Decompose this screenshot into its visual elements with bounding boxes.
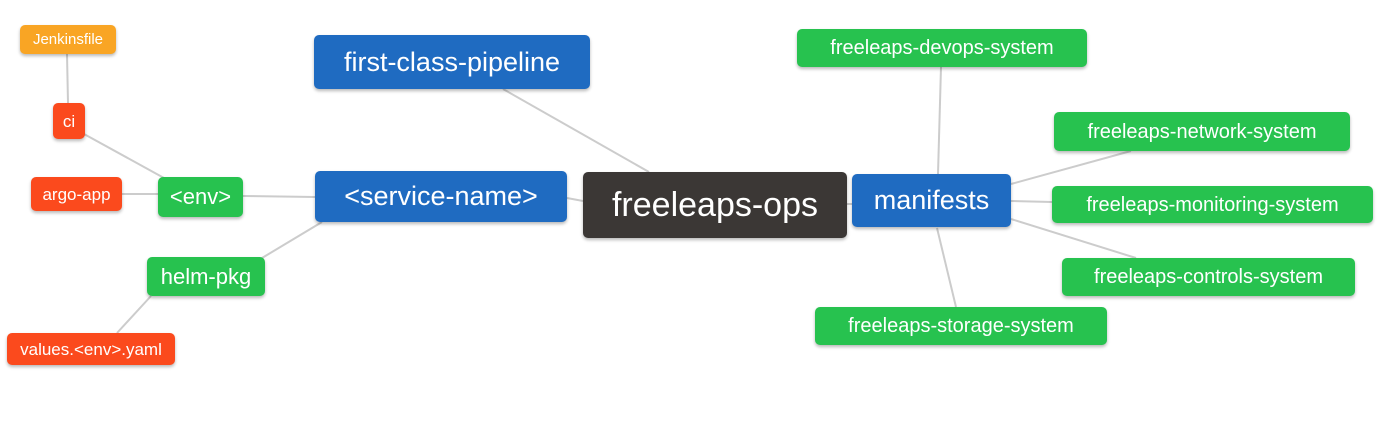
node-label-helm-pkg: helm-pkg [160, 263, 252, 289]
edge-helm-pkg-values-env-yaml [116, 295, 152, 334]
edge-manifests-monitoring-system [1010, 200, 1053, 203]
edge-manifests-storage-system [936, 227, 957, 308]
node-label-argo-app: argo-app [42, 184, 111, 204]
node-label-devops-system: freeleaps-devops-system [830, 37, 1054, 59]
edge-service-name-freeleaps-ops [566, 197, 584, 202]
edge-manifests-controls-system [1010, 218, 1137, 259]
node-ci[interactable]: ci [53, 103, 85, 139]
node-argo-app[interactable]: argo-app [31, 177, 122, 211]
node-label-first-class-pipeline: first-class-pipeline [343, 46, 561, 77]
node-label-ci: ci [62, 111, 76, 131]
node-label-jenkinsfile: Jenkinsfile [32, 31, 104, 48]
node-label-manifests: manifests [873, 185, 990, 215]
node-freeleaps-ops[interactable]: freeleaps-ops [583, 172, 847, 238]
edge-service-name-helm-pkg [261, 221, 323, 259]
node-monitoring-system[interactable]: freeleaps-monitoring-system [1052, 186, 1373, 223]
node-label-controls-system: freeleaps-controls-system [1094, 266, 1323, 288]
node-network-system[interactable]: freeleaps-network-system [1054, 112, 1350, 151]
node-first-class-pipeline[interactable]: first-class-pipeline [314, 35, 590, 89]
node-values-env-yaml[interactable]: values.<env>.yaml [7, 333, 175, 365]
node-label-service-name: <service-name> [344, 181, 538, 211]
edge-manifests-network-system [1010, 150, 1132, 185]
edge-jenkinsfile-ci [66, 53, 69, 104]
node-devops-system[interactable]: freeleaps-devops-system [797, 29, 1087, 67]
node-helm-pkg[interactable]: helm-pkg [147, 257, 265, 296]
node-controls-system[interactable]: freeleaps-controls-system [1062, 258, 1355, 296]
edge-first-class-pipeline-freeleaps-ops [502, 88, 650, 173]
node-label-storage-system: freeleaps-storage-system [848, 315, 1074, 337]
node-label-env: <env> [169, 184, 232, 209]
node-label-network-system: freeleaps-network-system [1087, 120, 1317, 143]
node-label-monitoring-system: freeleaps-monitoring-system [1086, 193, 1339, 216]
node-label-freeleaps-ops: freeleaps-ops [611, 186, 818, 224]
edge-devops-system-manifests [937, 66, 942, 175]
node-label-values-env-yaml: values.<env>.yaml [20, 339, 162, 359]
node-env[interactable]: <env> [158, 177, 243, 217]
node-storage-system[interactable]: freeleaps-storage-system [815, 307, 1107, 345]
node-service-name[interactable]: <service-name> [315, 171, 567, 222]
node-jenkinsfile[interactable]: Jenkinsfile [20, 25, 116, 54]
edge-ci-env [83, 133, 165, 179]
edge-env-service-name [242, 195, 316, 198]
node-manifests[interactable]: manifests [852, 174, 1011, 227]
